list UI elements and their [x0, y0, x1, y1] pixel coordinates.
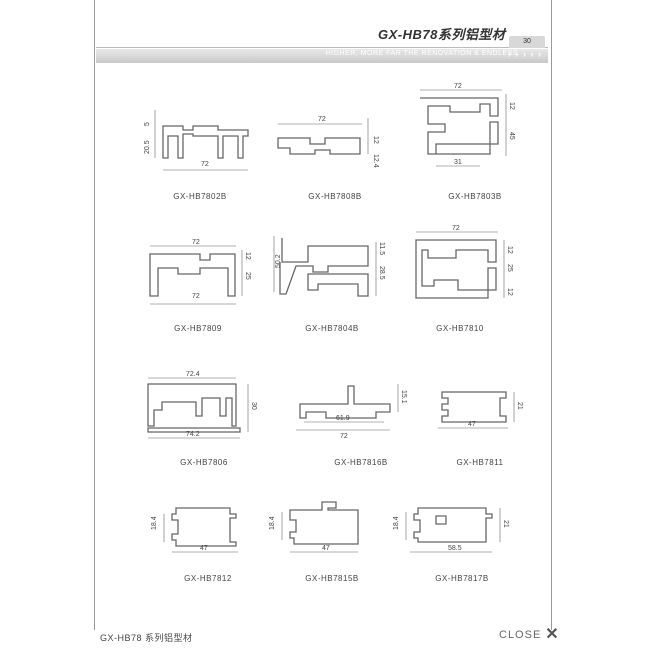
- close-x-icon: ✕: [545, 626, 560, 643]
- dim-label: 12: [506, 288, 513, 296]
- profile-caption: GX-HB7802B: [173, 192, 227, 201]
- profile-drawing-7803b: 72 12 45 31: [410, 83, 530, 176]
- dim-label: 31: [454, 159, 462, 166]
- profile-drawing-7806: 72.4 74.2 30: [136, 370, 257, 462]
- dim-label: 12: [508, 102, 515, 110]
- dim-label: 47: [200, 545, 208, 552]
- close-button[interactable]: CLOSE ✕: [499, 626, 560, 643]
- profile-drawing-7817b: 18.4 21 58.5: [393, 494, 516, 586]
- dim-label: 45: [508, 132, 515, 140]
- profile-caption: GX-HB7812: [184, 574, 232, 583]
- dim-label: 12: [372, 136, 379, 144]
- dim-label: 72: [340, 433, 348, 440]
- profile-drawing-7802b: 72 5 20.5: [143, 108, 263, 200]
- dim-label: 28.5: [378, 266, 385, 280]
- dim-label: 72: [192, 239, 200, 246]
- dim-label: 12.4: [372, 154, 379, 168]
- profile-drawing-7810: 72 12 25 12: [408, 225, 528, 318]
- profile-caption: GX-HB7816B: [334, 458, 388, 467]
- close-label: CLOSE: [499, 629, 542, 641]
- dim-label: 18.4: [151, 516, 158, 530]
- dim-label: 72: [452, 225, 460, 232]
- profile-caption: GX-HB7803B: [448, 192, 502, 201]
- profile-caption: GX-HB7808B: [308, 192, 362, 201]
- profile-drawing-7809: 72 72 12 25: [140, 232, 260, 324]
- page-title: GX-HB78系列铝型材: [378, 27, 506, 42]
- page-number-tab: 30: [509, 36, 545, 48]
- dim-label: 47: [322, 545, 330, 552]
- dim-label: 72: [454, 83, 462, 90]
- profile-caption: GX-HB7809: [174, 324, 222, 333]
- profile-caption: GX-HB7815B: [305, 574, 359, 583]
- arrows-icon: › › › › ›: [508, 49, 542, 59]
- dim-label: 72: [201, 161, 209, 168]
- dim-label: 72: [318, 116, 326, 123]
- profile-drawing-7812: 18.4 47: [150, 494, 270, 586]
- dim-label: 21: [516, 402, 523, 410]
- dim-label: 11.5: [378, 242, 385, 255]
- profile-drawing-7816b: 15.1 61.9 72: [286, 376, 407, 468]
- dim-label: 21: [502, 520, 509, 528]
- profile-caption: GX-HB7804B: [305, 324, 359, 333]
- dim-label: 15.1: [400, 390, 407, 404]
- dim-label: 58.5: [448, 545, 462, 552]
- slogan-band: HIGHER, MORE FAR THE RENOVATION & ENDLES…: [96, 49, 548, 63]
- dim-label: 72: [192, 293, 200, 300]
- dim-label: 47: [468, 421, 476, 428]
- dim-label: 30: [250, 402, 257, 410]
- dim-label: 12: [244, 252, 251, 260]
- dim-label: 18.4: [269, 516, 276, 530]
- dim-label: 50.2: [275, 254, 282, 268]
- dim-label: 12: [506, 246, 513, 254]
- dim-label: 25: [244, 272, 251, 280]
- profile-caption: GX-HB7817B: [435, 574, 489, 583]
- dim-label: 5: [144, 122, 151, 126]
- dim-label: 18.4: [393, 516, 400, 530]
- profile-drawing-7815b: 18.4 47: [269, 494, 390, 586]
- profile-caption: GX-HB7811: [456, 458, 504, 467]
- profile-drawing-7804b: 50.2 11.5 28.5: [268, 232, 388, 324]
- dim-label: 61.9: [336, 415, 350, 422]
- dim-label: 20.5: [144, 140, 151, 154]
- slogan-text: HIGHER, MORE FAR THE RENOVATION & ENDLES…: [325, 50, 518, 57]
- dim-label: 74.2: [186, 431, 200, 438]
- dim-label: 72.4: [186, 371, 200, 378]
- catalog-page-frame: [94, 0, 552, 630]
- dim-label: 25: [506, 264, 513, 272]
- header-divider: [96, 47, 548, 48]
- profile-caption: GX-HB7806: [180, 458, 228, 467]
- profile-drawing-7808b: 72 12 12.4: [270, 108, 390, 200]
- profile-drawing-7811: 21 47: [428, 378, 548, 470]
- profile-caption: GX-HB7810: [436, 324, 484, 333]
- footer-series-name: GX-HB78 系列铝型材: [100, 633, 193, 643]
